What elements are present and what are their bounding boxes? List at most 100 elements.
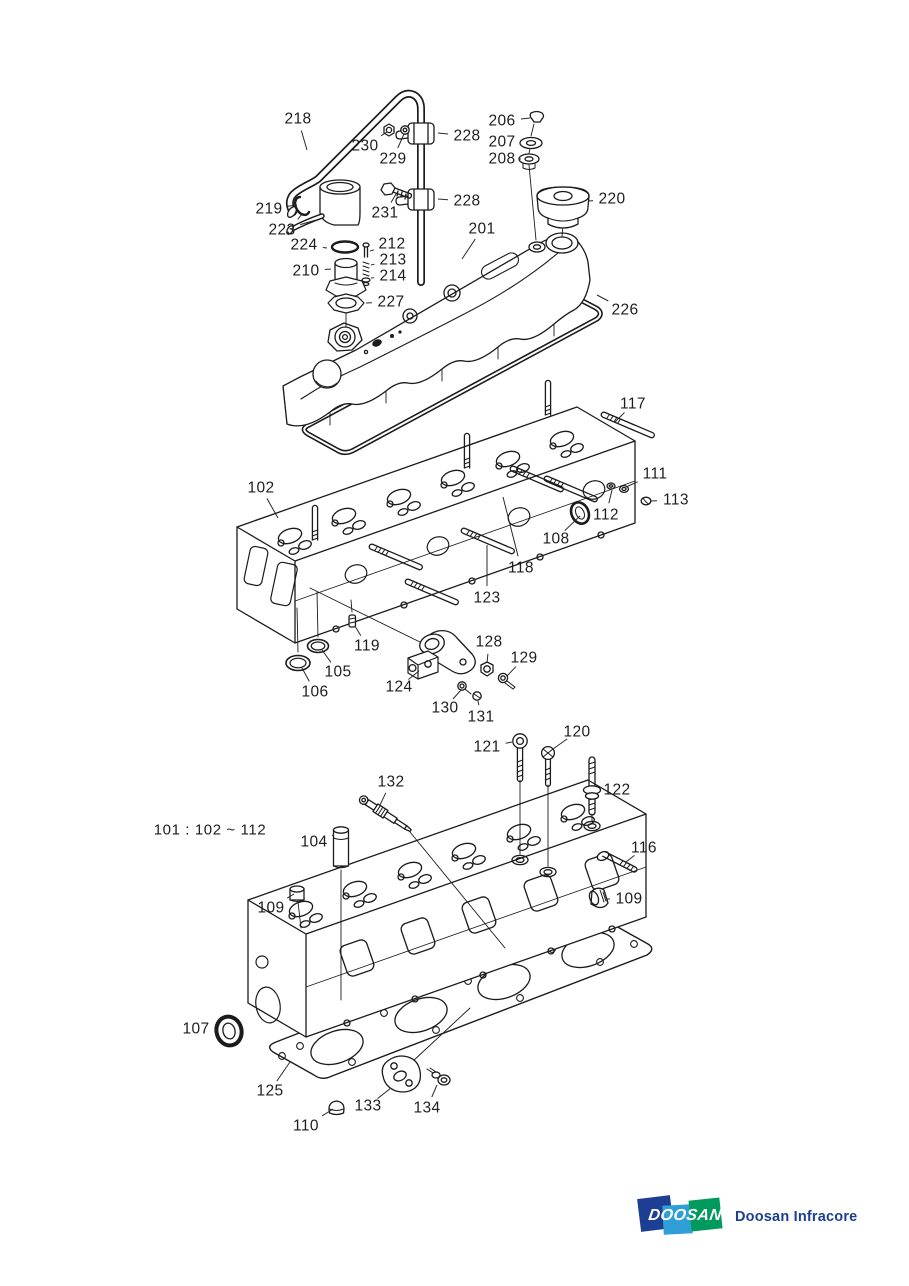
callout-206: 206 <box>488 112 516 130</box>
callout-223: 223 <box>268 221 296 239</box>
callout-229: 229 <box>379 150 407 168</box>
callout-207: 207 <box>488 133 516 151</box>
leader-116 <box>625 855 635 863</box>
leader-121 <box>505 741 513 744</box>
leader-230 <box>380 131 388 137</box>
callout-228a: 228 <box>453 127 481 145</box>
leader-131 <box>477 700 480 706</box>
plate-133 <box>381 1007 471 1093</box>
leader-109b <box>286 893 295 899</box>
callout-105: 105 <box>324 663 352 681</box>
callout-112: 112 <box>593 506 619 524</box>
callout-231: 231 <box>371 204 399 222</box>
seal-108 <box>569 501 591 525</box>
callout-118: 118 <box>508 559 534 577</box>
leader-224 <box>322 247 328 249</box>
callout-129: 129 <box>510 649 538 667</box>
leader-218 <box>300 130 308 151</box>
leader-228a <box>437 132 449 135</box>
breather-separator-223 <box>286 179 361 328</box>
callout-227: 227 <box>377 293 405 311</box>
callout-208: 208 <box>488 150 516 168</box>
leader-128 <box>486 653 489 664</box>
leader-106 <box>301 667 310 682</box>
nut-230 <box>383 123 395 137</box>
callout-116: 116 <box>631 839 657 857</box>
callout-213: 213 <box>379 251 407 269</box>
seal-107 <box>214 1014 244 1048</box>
callout-104: 104 <box>300 833 328 851</box>
leader-133 <box>377 1087 392 1099</box>
pipe-clamp-228-top <box>395 122 435 145</box>
pipe-clamp-228-bottom <box>395 188 435 211</box>
leader-102 <box>266 498 279 519</box>
leader-119 <box>354 625 362 636</box>
callout-110: 110 <box>293 1117 319 1135</box>
callout-210: 210 <box>292 262 320 280</box>
valve-cover-201 <box>282 232 591 427</box>
leader-213 <box>370 263 375 266</box>
leader-132 <box>379 792 387 806</box>
leader-117 <box>614 412 625 423</box>
callout-109b: 109 <box>257 899 285 917</box>
callout-113: 113 <box>663 491 689 509</box>
o-ring-224 <box>330 240 360 254</box>
leader-231 <box>390 193 397 203</box>
callout-106: 106 <box>301 683 329 701</box>
leader-229 <box>397 133 405 149</box>
leader-104 <box>331 834 335 837</box>
leader-223 <box>300 219 317 226</box>
leader-212 <box>369 249 375 252</box>
callout-212: 212 <box>378 235 406 253</box>
glow-plug-132 <box>358 795 506 949</box>
breather-cup-210 <box>325 257 367 297</box>
stud-122 <box>582 756 602 823</box>
cap-110 <box>328 1100 345 1116</box>
cup-plug-109-right <box>588 887 609 909</box>
callout-228b: 228 <box>453 192 481 210</box>
leader-219 <box>287 204 298 207</box>
callout-131: 131 <box>467 708 495 726</box>
bolt-120 <box>540 745 556 867</box>
callout-128: 128 <box>475 633 503 651</box>
callout-117: 117 <box>620 395 646 413</box>
callout-220: 220 <box>598 190 626 208</box>
callout-102: 102 <box>247 479 275 497</box>
callout-218: 218 <box>284 110 312 128</box>
cup-plug-109-left <box>289 885 305 929</box>
leader-108 <box>564 515 581 532</box>
doosan-logo: DOOSAN Doosan Infracore <box>637 1193 877 1248</box>
leader-206 <box>520 117 531 120</box>
callout-130: 130 <box>431 699 459 717</box>
doosan-company-name: Doosan Infracore <box>735 1209 858 1225</box>
leader-124 <box>408 670 420 680</box>
leader-112 <box>608 489 613 504</box>
bolt-121 <box>512 733 528 855</box>
callout-108: 108 <box>542 530 570 548</box>
callout-214: 214 <box>379 267 407 285</box>
callout-123: 123 <box>473 589 501 607</box>
callout-134: 134 <box>413 1099 441 1117</box>
leader-118 <box>502 496 519 557</box>
callout-119: 119 <box>354 637 380 655</box>
fasteners-128-131 <box>457 661 516 701</box>
cylinder-head-102 <box>236 406 636 644</box>
callout-125: 125 <box>256 1082 284 1100</box>
callout-201: 201 <box>468 220 496 238</box>
leader-210 <box>324 268 332 270</box>
bracket-124 <box>309 587 476 680</box>
callout-224: 224 <box>290 236 318 254</box>
leader-111 <box>625 481 638 488</box>
doosan-wordmark: DOOSAN <box>647 1207 723 1224</box>
callout-111: 111 <box>642 465 668 483</box>
callout-107: 107 <box>182 1020 210 1038</box>
leader-130 <box>452 689 462 700</box>
callout-120: 120 <box>563 723 591 741</box>
callout-226: 226 <box>611 301 639 319</box>
callout-109a: 109 <box>615 890 643 908</box>
group-note: 101 : 102 ~ 112 <box>153 821 267 839</box>
breather-gasket-227 <box>327 293 365 314</box>
